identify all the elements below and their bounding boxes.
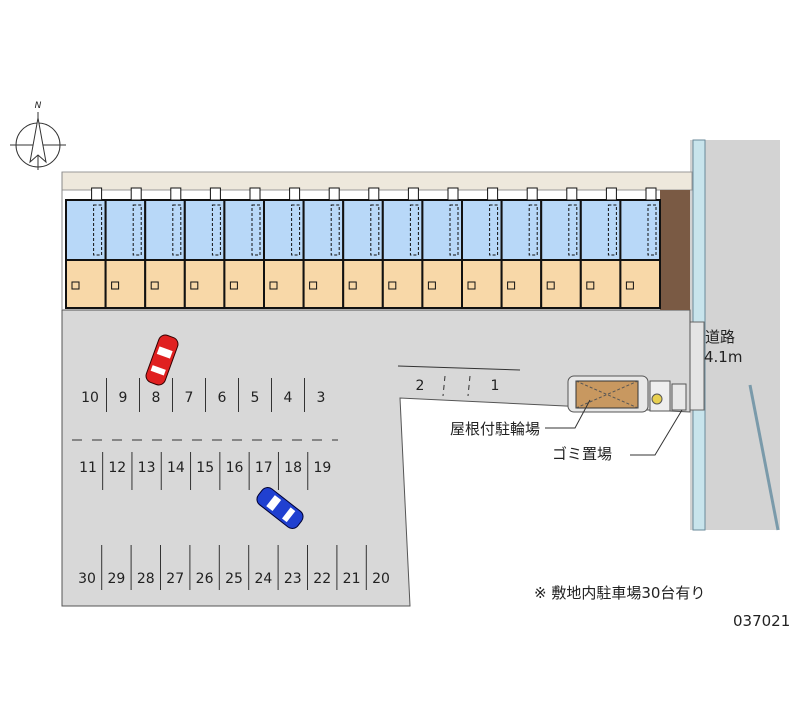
- parking-slot-number: 22: [313, 571, 331, 587]
- parking-line: [397, 365, 521, 371]
- hedge: [660, 190, 690, 310]
- leader-line: [545, 399, 591, 429]
- parking-note: ※ 敷地内駐車場30台有り: [534, 584, 705, 602]
- apartment-unit: [381, 187, 424, 309]
- parking-slot-number: 5: [251, 390, 260, 406]
- parking-slot-number: 9: [119, 390, 128, 406]
- apartment-unit: [183, 187, 226, 309]
- parking-slot-number: 8: [152, 390, 161, 406]
- parking-slot-number: 17: [255, 460, 273, 476]
- roof-cross: [575, 380, 639, 409]
- parking-slot-number: 14: [167, 460, 185, 476]
- garbage-area: [671, 383, 687, 411]
- parking-slot-number: 25: [225, 571, 243, 587]
- parking-slot-number: 6: [218, 390, 227, 406]
- parking-slot-number: 30: [78, 571, 96, 587]
- site-border: [61, 171, 693, 191]
- compass-north-label: N: [35, 101, 42, 111]
- apartment-unit: [144, 187, 186, 309]
- parking-slot-number: 29: [107, 571, 125, 587]
- apartment-unit: [500, 187, 543, 309]
- parking-slot-number: 19: [313, 460, 331, 476]
- parking-slot-number: 16: [226, 460, 244, 476]
- parking-slot-number: 26: [196, 571, 214, 587]
- building: [65, 187, 662, 309]
- parking-slot-number: 21: [343, 571, 361, 587]
- parking-slot-number: 23: [284, 571, 302, 587]
- parking-slot-number: 12: [108, 460, 126, 476]
- compass-icon: [10, 112, 66, 170]
- roof-cross: [575, 380, 639, 409]
- road-name: 道路: [705, 328, 735, 346]
- blue-car-icon: [256, 487, 304, 529]
- parking-slot-number: 3: [317, 390, 326, 406]
- apartment-unit: [579, 187, 622, 309]
- parking-divider: [442, 375, 446, 397]
- apartment-unit: [223, 187, 265, 309]
- apartment-unit: [461, 187, 503, 309]
- meter-icon: [651, 393, 663, 405]
- parking-slot-number: 13: [138, 460, 156, 476]
- bicycle-parking-label: 屋根付駐輪場: [450, 420, 540, 438]
- apartment-unit: [619, 187, 662, 309]
- parking-slot-number: 2: [416, 378, 425, 394]
- parking-slot-number: 10: [81, 390, 99, 406]
- parking-divider: [467, 375, 471, 397]
- apartment-unit: [540, 187, 582, 309]
- red-car-icon: [145, 334, 179, 386]
- parking-slot-number: 11: [79, 460, 97, 476]
- leader-line: [630, 409, 683, 456]
- apartment-unit: [342, 187, 384, 309]
- road-width: 4.1m: [704, 348, 742, 366]
- parking-slot-number: 15: [196, 460, 214, 476]
- apartment-unit: [104, 187, 147, 309]
- parking-slot-number: 4: [284, 390, 293, 406]
- parking-slot-number: 20: [372, 571, 390, 587]
- road-edge: [748, 384, 780, 531]
- parking-slot-number: 18: [284, 460, 302, 476]
- parking-slot-number: 28: [137, 571, 155, 587]
- apartment-unit: [302, 187, 345, 309]
- parking-slot-number: 27: [166, 571, 184, 587]
- apartment-unit: [263, 187, 305, 309]
- parking-slot-number: 1: [491, 378, 500, 394]
- property-code: 037021: [733, 612, 790, 630]
- parking-slot-number: 7: [185, 390, 194, 406]
- apartment-unit: [421, 187, 463, 309]
- parking-slot-number: 24: [254, 571, 272, 587]
- apartment-unit: [65, 187, 107, 309]
- garbage-area-label: ゴミ置場: [552, 445, 612, 463]
